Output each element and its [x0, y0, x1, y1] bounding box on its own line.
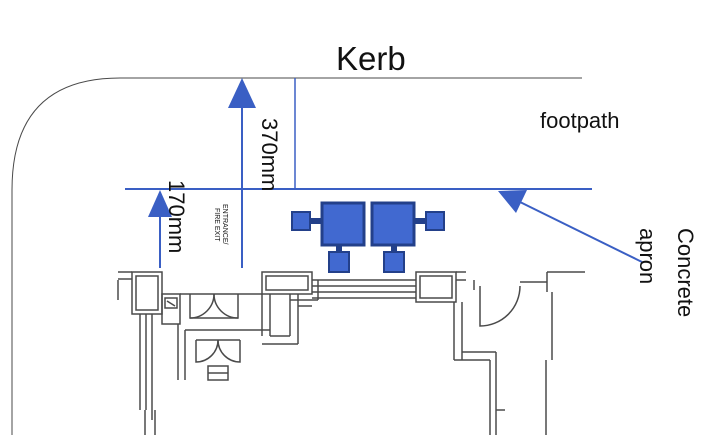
building-floor-plan	[117, 271, 585, 435]
waste-bin-left-icon	[291, 201, 366, 273]
kerb-line	[11, 77, 582, 435]
apron-leader-line	[519, 201, 643, 263]
arrow-370-head	[228, 78, 256, 108]
arrow-170-head	[148, 190, 172, 217]
apron-label: apron	[635, 228, 660, 284]
footpath-label: footpath	[540, 108, 620, 133]
waste-bin-right-icon	[370, 201, 445, 273]
kerb-label: Kerb	[336, 40, 406, 77]
entrance-label-line1: ENTRANCE/	[221, 204, 228, 245]
dimension-170-label: 170mm	[164, 180, 189, 253]
apron-leader-arrowhead	[498, 190, 527, 213]
entrance-label-line2: FIRE EXIT	[213, 208, 220, 242]
concrete-label: Concrete	[673, 228, 698, 317]
dimension-370-label: 370mm	[257, 118, 282, 191]
